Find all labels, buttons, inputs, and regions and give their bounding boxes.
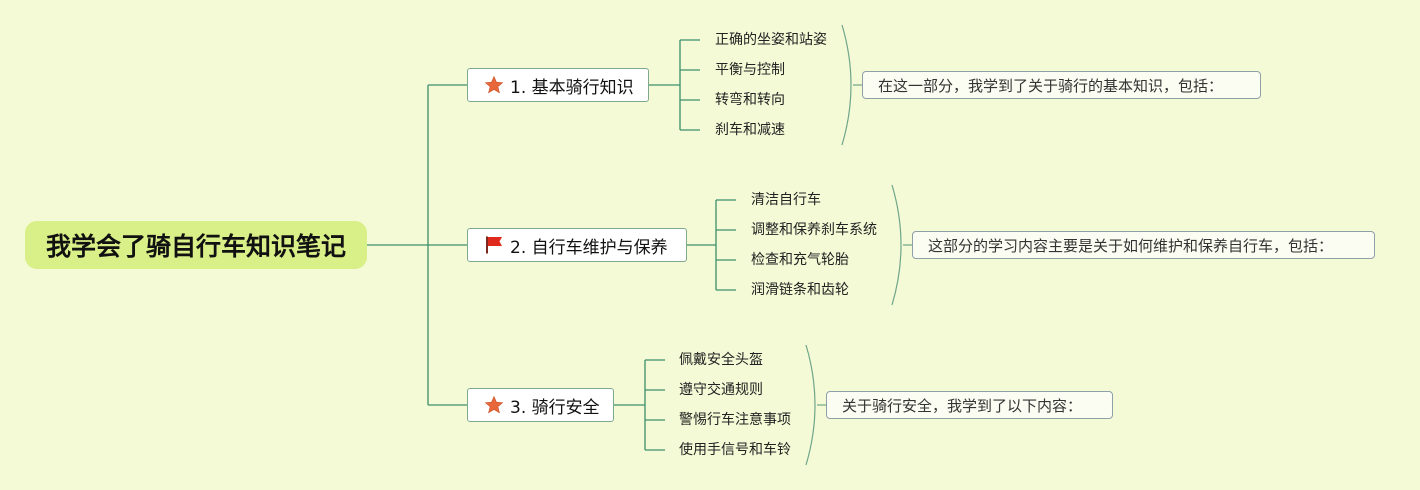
leaf-item[interactable]: 润滑链条和齿轮: [751, 282, 849, 298]
leaf-item[interactable]: 清洁自行车: [751, 192, 821, 208]
leaf-item[interactable]: 正确的坐姿和站姿: [715, 32, 827, 48]
flag-icon: [486, 236, 502, 254]
summary-text: 关于骑行安全，我学到了以下内容：: [842, 396, 1083, 415]
summary-note[interactable]: 这部分的学习内容主要是关于如何维护和保养自行车，包括：: [912, 231, 1375, 259]
branch-label: 1. 基本骑行知识: [510, 77, 634, 98]
summary-text: 在这一部分，我学到了关于骑行的基本知识，包括：: [878, 76, 1224, 95]
leaf-item[interactable]: 佩戴安全头盔: [679, 352, 763, 368]
leaf-item[interactable]: 警惕行车注意事项: [679, 412, 791, 428]
branch-riding-safety[interactable]: 3. 骑行安全: [467, 388, 614, 422]
leaf-item[interactable]: 检查和充气轮胎: [751, 252, 849, 268]
branch-label: 3. 骑行安全: [510, 397, 600, 418]
summary-note[interactable]: 关于骑行安全，我学到了以下内容：: [826, 391, 1113, 419]
leaf-item[interactable]: 转弯和转向: [715, 92, 785, 108]
leaf-item[interactable]: 使用手信号和车铃: [679, 442, 791, 458]
summary-text: 这部分的学习内容主要是关于如何维护和保养自行车，包括：: [928, 236, 1334, 255]
branch-maintenance[interactable]: 2. 自行车维护与保养: [467, 228, 687, 262]
branch-label: 2. 自行车维护与保养: [510, 237, 668, 258]
leaf-item[interactable]: 刹车和减速: [715, 122, 785, 138]
branch-basic-riding[interactable]: 1. 基本骑行知识: [467, 68, 649, 102]
root-topic[interactable]: 我学会了骑自行车知识笔记: [25, 221, 367, 269]
leaf-item[interactable]: 调整和保养刹车系统: [751, 222, 877, 238]
star-icon: [484, 75, 504, 94]
root-title: 我学会了骑自行车知识笔记: [45, 232, 346, 261]
leaf-item[interactable]: 遵守交通规则: [679, 382, 763, 398]
star-icon: [484, 395, 504, 414]
summary-note[interactable]: 在这一部分，我学到了关于骑行的基本知识，包括：: [862, 71, 1261, 99]
leaf-item[interactable]: 平衡与控制: [715, 62, 785, 78]
